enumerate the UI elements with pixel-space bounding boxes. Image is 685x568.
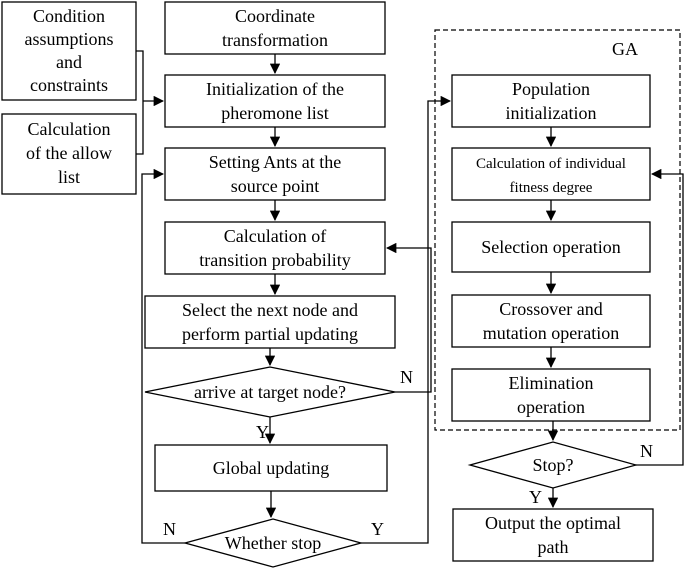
elimination-operation-box: Elimination operation (451, 368, 651, 422)
connectors (136, 50, 684, 544)
svg-text:arrive at target node?: arrive at target node? (194, 382, 346, 402)
svg-text:mutation operation: mutation operation (483, 323, 619, 343)
selection-operation-box: Selection operation (451, 221, 651, 273)
init-pheromone-box: Initialization of the pheromone list (164, 74, 386, 128)
transition-probability-box: Calculation of transition probability (164, 221, 386, 275)
whether-stop-yes-label: Y (371, 519, 384, 539)
svg-text:Stop?: Stop? (532, 455, 573, 475)
population-initialization-box: Population initialization (451, 74, 651, 128)
whether-stop-decision: Whether stop (182, 518, 364, 568)
svg-text:Population: Population (512, 79, 590, 99)
svg-text:Selection operation: Selection operation (481, 237, 620, 257)
svg-text:Select the next node and: Select the next node and (182, 300, 358, 320)
svg-text:fitness degree: fitness degree (510, 180, 593, 196)
svg-text:initialization: initialization (506, 103, 597, 123)
svg-text:assumptions: assumptions (24, 29, 113, 49)
ga-stop-no-label: N (640, 441, 653, 461)
allow-list-box: Calculation of the allow list (1, 113, 137, 195)
svg-text:Calculation of individual: Calculation of individual (476, 156, 626, 172)
svg-text:and: and (56, 52, 82, 72)
ga-label: GA (612, 39, 638, 59)
select-next-node-box: Select the next node and perform partial… (144, 295, 396, 349)
svg-text:list: list (58, 167, 80, 187)
crossover-mutation-box: Crossover and mutation operation (451, 294, 651, 348)
global-updating-box: Global updating (154, 444, 388, 492)
svg-text:Elimination: Elimination (509, 373, 594, 393)
svg-text:Calculation of: Calculation of (224, 226, 326, 246)
svg-text:Crossover and: Crossover and (499, 299, 602, 319)
svg-text:Whether stop: Whether stop (225, 533, 321, 553)
svg-text:transition probability: transition probability (199, 250, 350, 270)
whether-stop-no-label: N (163, 519, 176, 539)
svg-text:perform partial updating: perform partial updating (182, 324, 358, 344)
output-optimal-path-box: Output the optimal path (452, 508, 654, 562)
coordinate-transformation-box: Coordinate transformation (164, 1, 386, 55)
svg-text:Initialization of the: Initialization of the (206, 79, 344, 99)
fitness-degree-box: Calculation of individual fitness degree (451, 147, 651, 201)
svg-text:Coordinate: Coordinate (235, 6, 315, 26)
svg-text:Calculation: Calculation (28, 119, 111, 139)
svg-text:pheromone list: pheromone list (221, 103, 328, 123)
svg-text:Output the optimal: Output the optimal (485, 513, 621, 533)
arrive-no-label: N (400, 367, 413, 387)
condition-box: Condition assumptions and constraints (1, 1, 137, 101)
svg-text:path: path (538, 537, 569, 557)
arrive-target-decision: arrive at target node? (144, 366, 396, 418)
arrive-yes-label: Y (256, 422, 269, 442)
ga-stop-decision: Stop? (467, 441, 639, 489)
svg-text:operation: operation (517, 397, 585, 417)
ga-stop-yes-label: Y (529, 487, 542, 507)
svg-text:Condition: Condition (33, 6, 105, 26)
setting-ants-box: Setting Ants at the source point (164, 147, 386, 201)
svg-text:source point: source point (231, 176, 319, 196)
svg-text:Global updating: Global updating (213, 458, 329, 478)
svg-text:of the allow: of the allow (26, 143, 112, 163)
svg-text:transformation: transformation (222, 30, 328, 50)
ga-region (434, 29, 681, 431)
svg-text:Setting Ants at the: Setting Ants at the (209, 152, 342, 172)
svg-text:constraints: constraints (30, 75, 108, 95)
